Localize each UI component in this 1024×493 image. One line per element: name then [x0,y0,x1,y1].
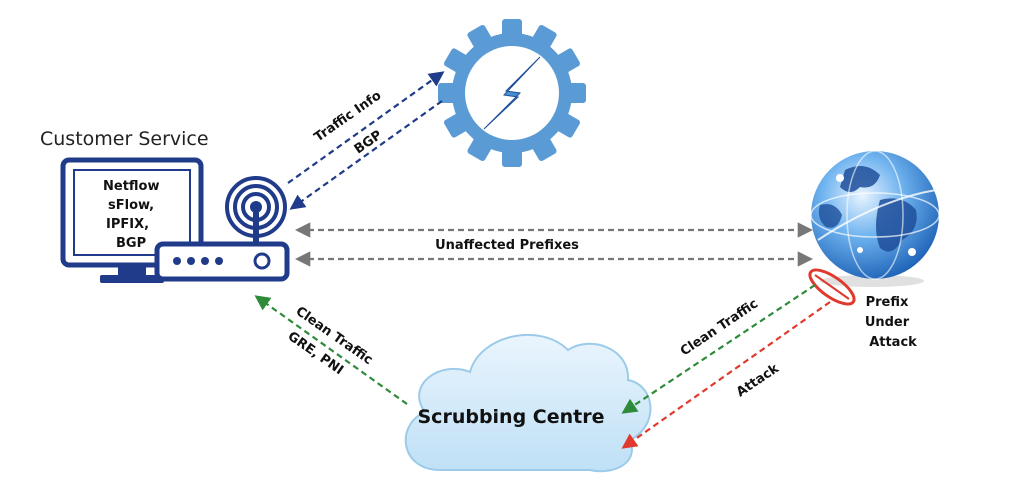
monitor-line-bgp: BGP [116,236,146,251]
monitor-icon [60,157,204,283]
router-icon [154,176,290,282]
prefix-label-line3: Attack [869,335,917,350]
scrubbing-centre-label: Scrubbing Centre [418,406,605,428]
monitor-line-sflow: sFlow, [108,198,154,213]
monitor-line-netflow: Netflow [103,179,160,194]
clean-traffic-right-label: Clean Traffic [678,296,761,359]
gear-lightning-icon [438,19,586,167]
traffic-info-arrow [287,71,445,184]
unaffected-prefixes-label: Unaffected Prefixes [435,238,579,253]
monitor-line-ipfix: IPFIX, [106,217,149,232]
monitor-text: Netflow sFlow, IPFIX, BGP [103,179,160,251]
prefix-label-line2: Under [865,315,910,330]
attack-label: Attack [734,361,782,400]
clean-traffic-left-arrow [254,295,408,405]
clean-traffic-right-arrow [621,284,816,414]
cloud-icon [404,334,652,473]
attack-arrow [621,301,831,449]
globe-icon [810,150,940,287]
bgp-arrow [289,100,443,210]
prefix-under-attack-label: Prefix Under Attack [865,295,917,350]
attack-ring-icon [808,268,856,306]
prefix-label-line1: Prefix [866,295,909,310]
customer-service-title: Customer Service [40,128,209,150]
